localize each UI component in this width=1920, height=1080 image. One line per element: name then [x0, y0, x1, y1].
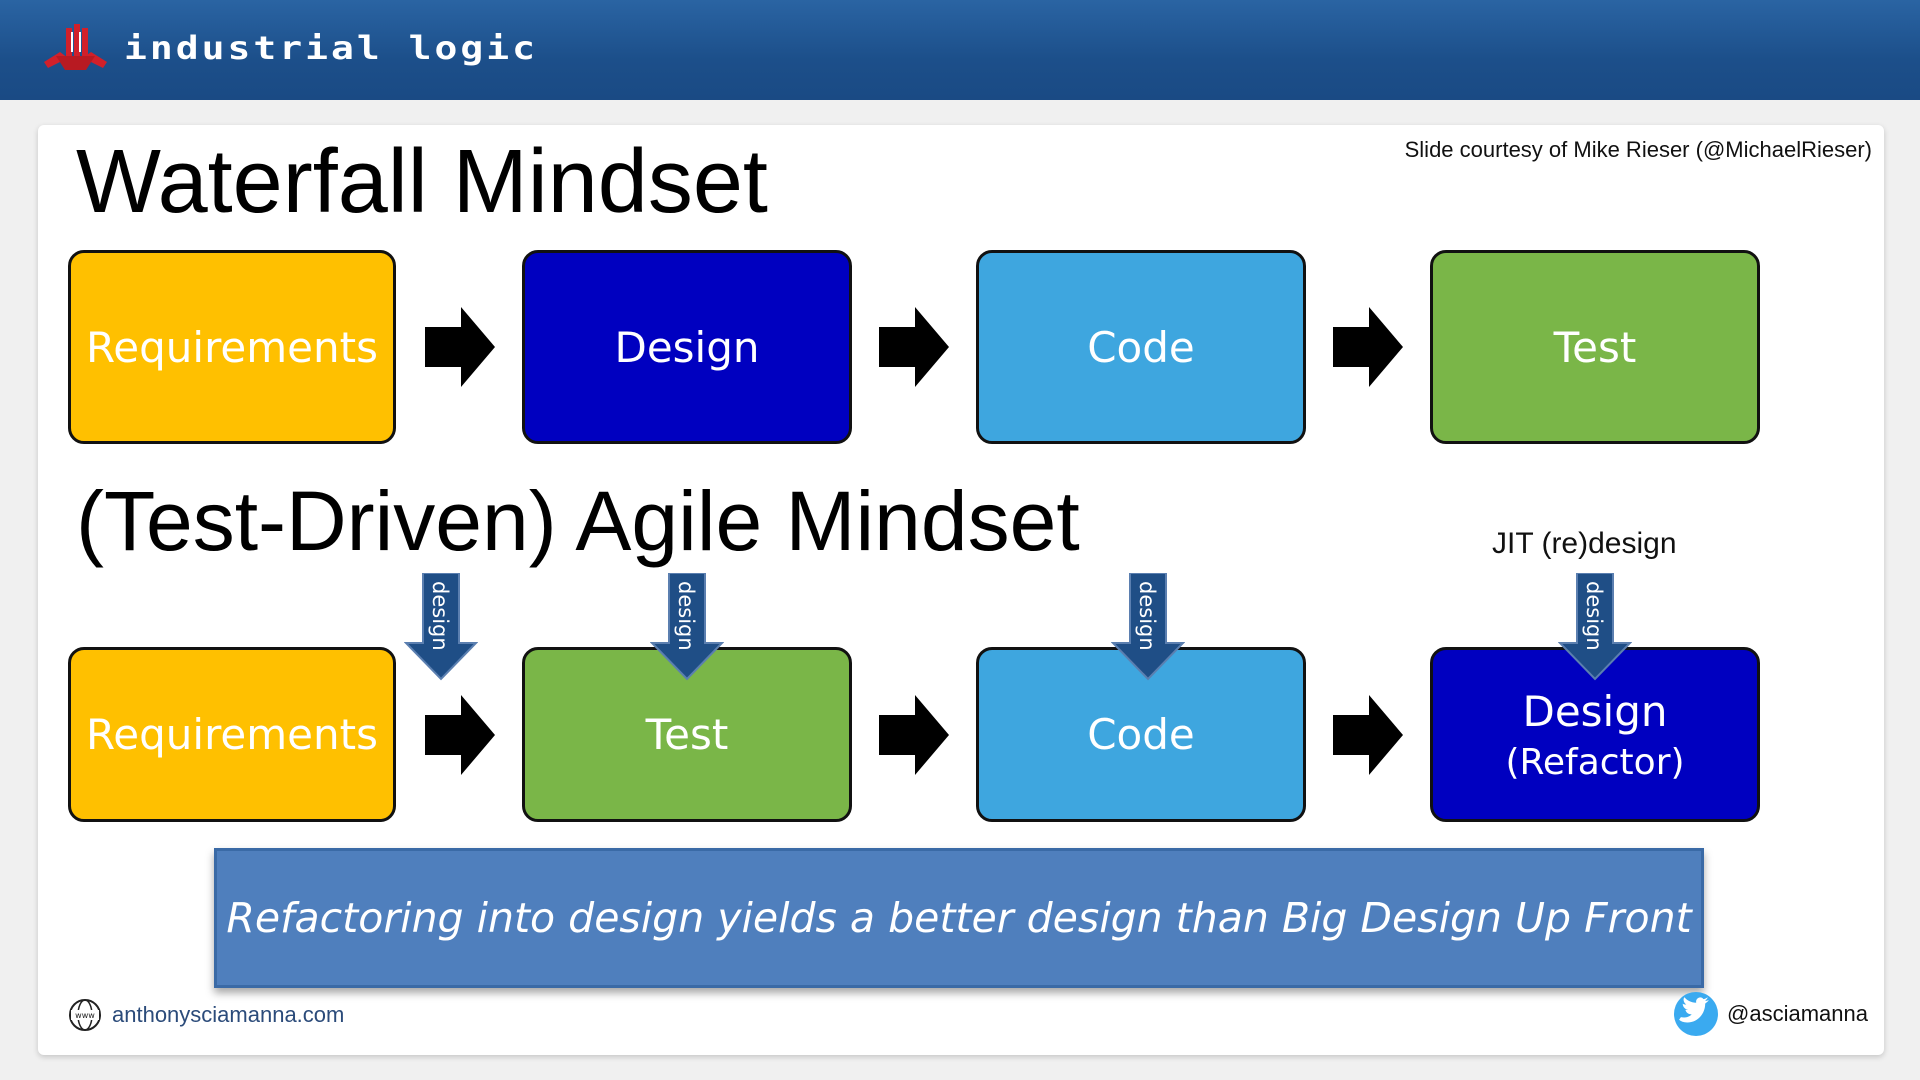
design-arrow-label: design	[1582, 581, 1606, 651]
design-arrow-label: design	[674, 581, 698, 651]
logo-text: industrial logic	[124, 29, 539, 67]
footer-twitter[interactable]: @asciamanna	[1673, 991, 1868, 1037]
banner-text: Refactoring into design yields a better …	[226, 894, 1692, 942]
flow-arrow-icon	[1333, 307, 1403, 387]
agile-step-requirements: Requirements	[68, 647, 396, 822]
waterfall-step-requirements: Requirements	[68, 250, 396, 444]
industrial-logic-logo-icon	[44, 24, 107, 70]
step-label: Requirements	[86, 710, 378, 759]
flow-arrow-icon	[879, 307, 949, 387]
jit-redesign-label: JIT (re)design	[1492, 527, 1677, 560]
flow-arrow-icon	[425, 307, 495, 387]
slide: Slide courtesy of Mike Rieser (@MichaelR…	[38, 125, 1884, 1055]
twitter-handle[interactable]: @asciamanna	[1727, 1001, 1868, 1026]
globe-www-icon: www	[69, 999, 101, 1031]
waterfall-step-test: Test	[1430, 250, 1760, 444]
step-label: Design	[1522, 686, 1668, 736]
down-arrow-icon	[649, 572, 725, 681]
design-down-arrow: design	[1110, 572, 1186, 681]
down-arrow-icon	[403, 572, 479, 681]
waterfall-step-design: Design	[522, 250, 852, 444]
step-label: Code	[1087, 710, 1195, 759]
step-label: Design	[614, 322, 760, 372]
header-bar: industrial logic	[0, 0, 1920, 100]
svg-text:www: www	[75, 1011, 95, 1020]
waterfall-step-code: Code	[976, 250, 1306, 444]
design-arrow-label: design	[1135, 581, 1159, 651]
agile-title: (Test-Driven) Agile Mindset	[76, 474, 1080, 568]
twitter-bird-icon	[1674, 992, 1719, 1036]
down-arrow-icon	[1110, 572, 1186, 681]
step-sublabel: (Refactor)	[1505, 741, 1685, 783]
flow-arrow-icon	[425, 695, 495, 775]
design-down-arrow: design	[1557, 572, 1633, 681]
slide-courtesy: Slide courtesy of Mike Rieser (@MichaelR…	[1404, 137, 1872, 162]
step-label: Code	[1087, 322, 1195, 372]
flow-arrow-icon	[1333, 695, 1403, 775]
design-down-arrow: design	[649, 572, 725, 681]
flow-arrow-icon	[879, 695, 949, 775]
takeaway-banner: Refactoring into design yields a better …	[214, 848, 1704, 988]
design-arrow-label: design	[428, 581, 452, 651]
step-label: Test	[645, 710, 729, 759]
website-link[interactable]: anthonysciamanna.com	[112, 1002, 345, 1027]
waterfall-title: Waterfall Mindset	[76, 132, 768, 232]
footer-website[interactable]: www anthonysciamanna.com	[68, 998, 344, 1032]
down-arrow-icon	[1557, 572, 1633, 681]
step-label: Requirements	[86, 322, 378, 372]
design-down-arrow: design	[403, 572, 479, 681]
step-label: Test	[1553, 322, 1637, 372]
